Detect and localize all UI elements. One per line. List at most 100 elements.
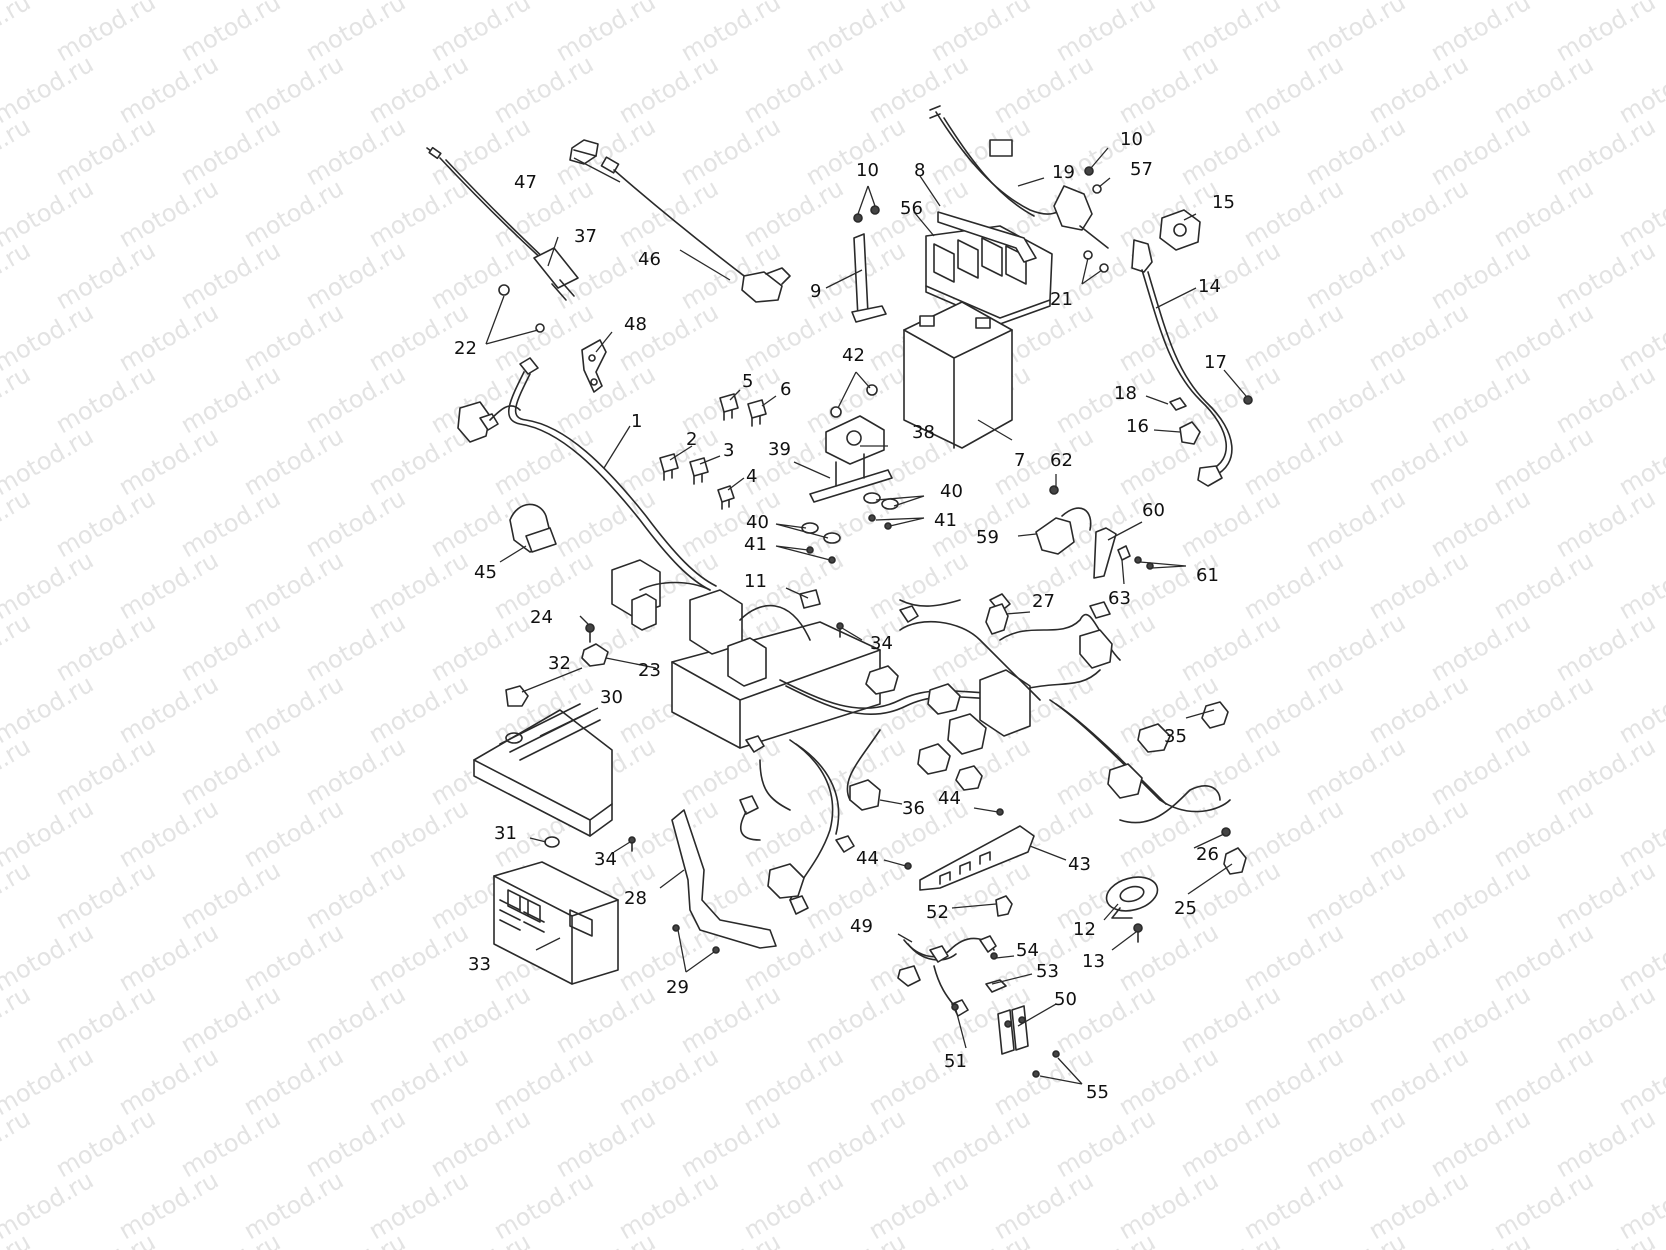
callout-35: 35 [1164, 726, 1187, 747]
watermark-text: motod.ru [1426, 360, 1535, 439]
watermark-text: motod.ru [114, 670, 223, 749]
watermark-text: motod.ru [176, 856, 285, 935]
watermark-text: motod.ru [426, 0, 535, 67]
watermark-text: motod.ru [426, 980, 535, 1059]
watermark-text: motod.ru [1239, 546, 1348, 625]
part-bracket-39 [809, 453, 893, 503]
callout-34b: 34 [594, 849, 617, 870]
watermark-text: motod.ru [1301, 360, 1410, 439]
watermark-text: motod.ru [1426, 1228, 1535, 1250]
watermark-text: motod.ru [1051, 1228, 1160, 1250]
callout-11: 11 [744, 571, 767, 592]
callout-6: 6 [780, 379, 791, 400]
part-fuse-6 [747, 399, 767, 427]
part-main-harness-1 [457, 357, 717, 591]
watermark-text: motod.ru [239, 918, 348, 997]
callout-3: 3 [723, 440, 734, 461]
watermark-text: motod.ru [1239, 298, 1348, 377]
watermark-text: motod.ru [1551, 484, 1660, 563]
watermark-text: motod.ru [51, 732, 160, 811]
watermark-text: motod.ru [1301, 484, 1410, 563]
watermark-text: motod.ru [1051, 1104, 1160, 1183]
part-grommet-40 [801, 492, 899, 544]
part-screw-29 [672, 924, 720, 954]
callout-39: 39 [768, 439, 791, 460]
watermark-text: motod.ru [51, 856, 160, 935]
watermark-text: motod.ru [301, 1104, 410, 1183]
watermark-text: motod.ru [1426, 608, 1535, 687]
watermark-text: motod.ru [864, 50, 973, 129]
watermark-text: motod.ru [1239, 1042, 1348, 1121]
watermark-text: motod.ru [239, 1042, 348, 1121]
watermark-text: motod.ru [239, 50, 348, 129]
watermark-text: motod.ru [676, 1104, 785, 1183]
watermark-text: motod.ru [489, 422, 598, 501]
part-earth-cable-14 [1131, 239, 1233, 487]
watermark-text: motod.ru [1489, 546, 1598, 625]
watermark-text: motod.ru [1551, 0, 1660, 67]
watermark-text: motod.ru [1489, 1042, 1598, 1121]
watermark-text: motod.ru [926, 112, 1035, 191]
callout-41b: 41 [744, 534, 767, 555]
watermark-text: motod.ru [614, 298, 723, 377]
watermark-text: motod.ru [0, 0, 35, 67]
callout-52: 52 [926, 902, 949, 923]
callout-numbers: 1 2 3 4 5 6 7 8 9 10 10 11 12 13 14 15 1… [454, 129, 1235, 1103]
watermark-text: motod.ru [301, 484, 410, 563]
part-connector-cap [569, 139, 599, 165]
watermark-text: motod.ru [614, 1166, 723, 1245]
watermark-text: motod.ru [739, 1042, 848, 1121]
callout-27: 27 [1032, 591, 1055, 612]
part-screw-34a [836, 622, 844, 638]
watermark-text: motod.ru [1239, 50, 1348, 129]
part-screw-34b [628, 836, 636, 852]
watermark-text: motod.ru [1051, 0, 1160, 67]
watermark-text: motod.ru [739, 298, 848, 377]
watermark-text: motod.ru [114, 298, 223, 377]
part-clip-23 [581, 643, 609, 667]
watermark-text: motod.ru [51, 236, 160, 315]
watermark-text: motod.ru [1364, 50, 1473, 129]
part-screw-17 [1243, 395, 1253, 405]
watermark-text: motod.ru [176, 112, 285, 191]
part-cover-30 [473, 703, 613, 837]
watermark-text: motod.ru [1364, 1166, 1473, 1245]
part-plug-45 [509, 503, 557, 553]
watermark-text: motod.ru [614, 794, 723, 873]
watermark-text: motod.ru [0, 1104, 35, 1183]
part-bracket-48 [581, 339, 607, 393]
watermark-text: motod.ru [1426, 0, 1535, 67]
part-bolt-10b [1084, 166, 1094, 176]
part-clip-63 [1117, 545, 1131, 561]
watermark-text: motod.ru [926, 608, 1035, 687]
watermark-text: motod.ru [1551, 732, 1660, 811]
part-screw-51 [951, 1003, 959, 1011]
part-screw-55 [1032, 1050, 1060, 1078]
watermark-text: motod.ru [551, 0, 660, 67]
callout-45: 45 [474, 562, 497, 583]
leader-lines [485, 147, 1247, 1085]
part-clip-18 [1169, 397, 1187, 411]
watermark-text: motod.ru [0, 732, 35, 811]
watermark-text: motod.ru [1176, 236, 1285, 315]
watermark-text: motod.ru [239, 298, 348, 377]
callout-26: 26 [1196, 844, 1219, 865]
callout-29: 29 [666, 977, 689, 998]
callout-7: 7 [1014, 450, 1025, 471]
callout-28: 28 [624, 888, 647, 909]
watermark-text: motod.ru [364, 174, 473, 253]
watermark-text: motod.ru [801, 0, 910, 67]
watermark-text: motod.ru [1364, 422, 1473, 501]
watermark-text: motod.ru [1551, 608, 1660, 687]
callout-55: 55 [1086, 1082, 1109, 1103]
callout-19: 19 [1052, 162, 1075, 183]
watermark-text: motod.ru [1301, 980, 1410, 1059]
watermark-text: motod.ru [176, 484, 285, 563]
part-bolt-10a [853, 205, 880, 223]
callout-57: 57 [1130, 159, 1153, 180]
watermark-text: motod.ru [489, 1042, 598, 1121]
part-connector-27 [985, 603, 1009, 635]
part-nut-22 [498, 284, 545, 333]
callout-63: 63 [1108, 588, 1131, 609]
